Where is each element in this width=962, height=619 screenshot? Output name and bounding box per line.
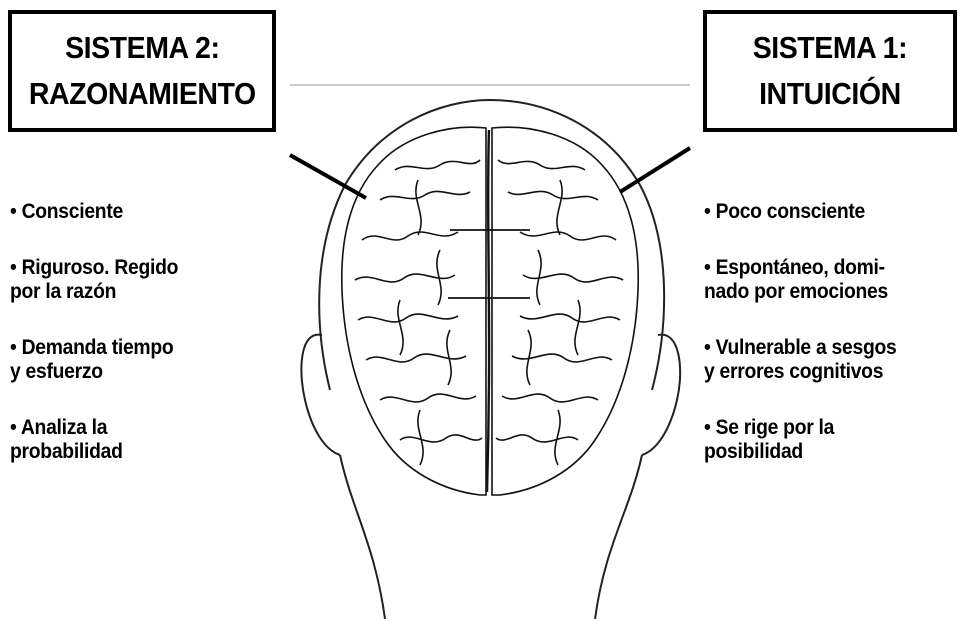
system2-trait: • Demanda tiempo y esfuerzo (10, 336, 174, 383)
system2-trait: • Riguroso. Regido por la razón (10, 256, 179, 303)
system2-traits-list: • Consciente • Riguroso. Regido por la r… (10, 200, 290, 496)
pointer-left (289, 153, 367, 200)
system1-trait: • Se rige por la posibilidad (704, 416, 835, 463)
system1-title-line2: INTUICIÓN (759, 76, 901, 111)
system2-title-line2: RAZONAMIENTO (28, 76, 256, 111)
system1-title-line1: SISTEMA 1: (752, 30, 908, 65)
system1-title-box: SISTEMA 1: INTUICIÓN (703, 10, 957, 132)
system1-trait: • Poco consciente (704, 200, 865, 223)
system2-trait: • Consciente (10, 200, 123, 223)
head-outline (300, 98, 682, 619)
system2-title-box: SISTEMA 2: RAZONAMIENTO (8, 10, 276, 132)
system1-traits-list: • Poco consciente • Espontáneo, domi- na… (704, 200, 962, 496)
system2-title-line1: SISTEMA 2: (64, 30, 220, 65)
system2-trait: • Analiza la probabilidad (10, 416, 123, 463)
system1-trait: • Espontáneo, domi- nado por emociones (704, 256, 888, 303)
brain (340, 126, 640, 496)
pointer-right (618, 146, 692, 194)
system1-trait: • Vulnerable a sesgos y errores cognitiv… (704, 336, 897, 383)
